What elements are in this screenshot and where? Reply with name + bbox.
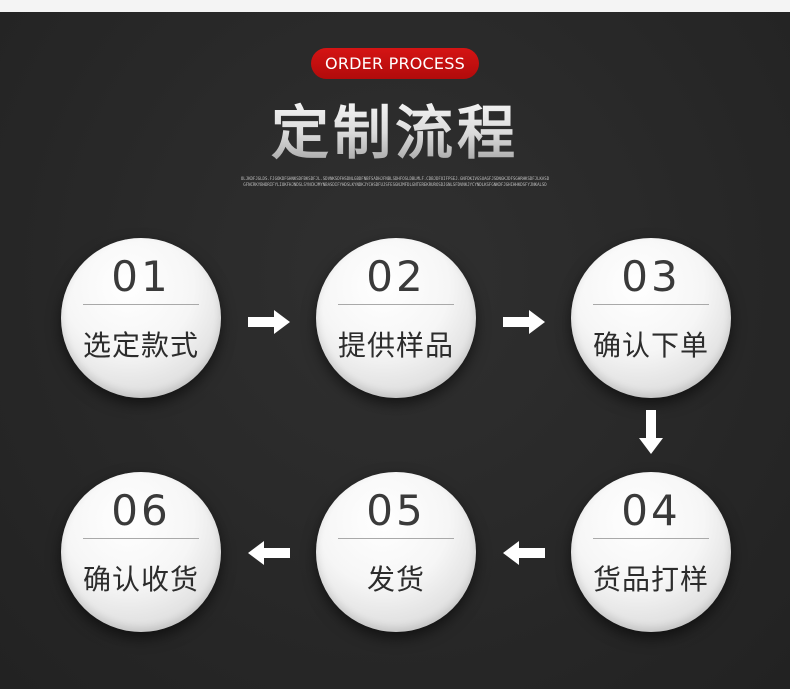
step-divider bbox=[338, 304, 454, 305]
step-label: 提供样品 bbox=[337, 329, 454, 362]
arrow-right-icon bbox=[503, 310, 545, 334]
step-number: 01 bbox=[111, 252, 171, 301]
top-strip bbox=[0, 0, 790, 12]
decorative-subtext: OLJKDFJGLDS.FJGOKDFGHNKSDFBKSDFJL.SDVNKS… bbox=[240, 176, 550, 187]
step-04: 04 货品打样 bbox=[571, 472, 731, 632]
arrow-left-icon bbox=[503, 541, 545, 565]
order-process-badge: ORDER PROCESS bbox=[311, 48, 479, 79]
step-01: 01 选定款式 bbox=[61, 238, 221, 398]
step-02: 02 提供样品 bbox=[316, 238, 476, 398]
step-divider bbox=[593, 538, 709, 539]
arrow-left-icon bbox=[248, 541, 290, 565]
step-label: 发货 bbox=[366, 563, 425, 596]
step-number: 06 bbox=[111, 486, 171, 535]
step-divider bbox=[593, 304, 709, 305]
step-number: 03 bbox=[621, 252, 681, 301]
step-03: 03 确认下单 bbox=[571, 238, 731, 398]
page-title: 定制流程 bbox=[0, 86, 790, 170]
step-05: 05 发货 bbox=[316, 472, 476, 632]
step-label: 确认收货 bbox=[82, 563, 199, 596]
step-number: 04 bbox=[621, 486, 681, 535]
step-divider bbox=[338, 538, 454, 539]
step-label: 确认下单 bbox=[592, 329, 709, 362]
step-06: 06 确认收货 bbox=[61, 472, 221, 632]
step-divider bbox=[83, 304, 199, 305]
arrow-right-icon bbox=[248, 310, 290, 334]
arrow-down-icon bbox=[639, 410, 663, 454]
step-label: 货品打样 bbox=[592, 563, 709, 596]
step-number: 05 bbox=[366, 486, 426, 535]
step-label: 选定款式 bbox=[82, 329, 199, 362]
step-divider bbox=[83, 538, 199, 539]
step-number: 02 bbox=[366, 252, 426, 301]
